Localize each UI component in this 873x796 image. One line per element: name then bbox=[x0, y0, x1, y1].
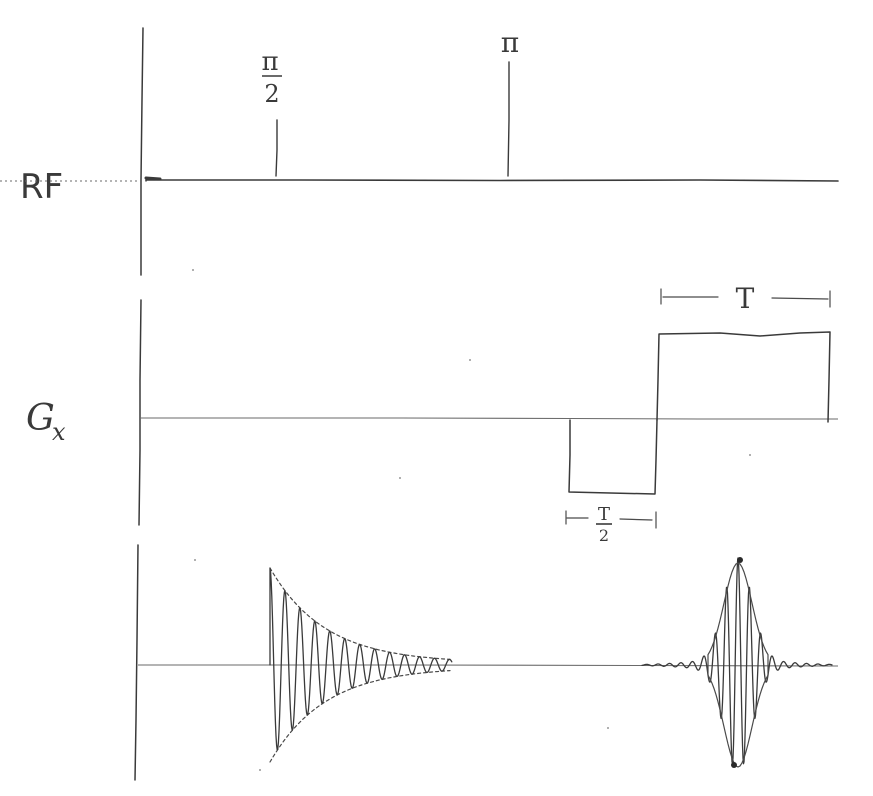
gx-baseline bbox=[140, 417, 838, 420]
signal-vertical-axis bbox=[134, 544, 139, 781]
echo-peak-dot bbox=[737, 557, 743, 563]
gx-row-subscript: x bbox=[52, 418, 66, 446]
speck bbox=[749, 454, 751, 456]
dephase-duration-denominator: 2 bbox=[599, 526, 609, 545]
speck bbox=[607, 727, 609, 729]
half-pi-pulse bbox=[275, 119, 278, 177]
gx-readout-lobe bbox=[656, 331, 831, 423]
rf-baseline-tick bbox=[144, 176, 162, 181]
signal-baseline bbox=[138, 664, 839, 667]
spin-echo-envelope bbox=[707, 562, 769, 768]
readout-duration-label: T bbox=[736, 282, 755, 315]
speck bbox=[194, 559, 196, 561]
half-pi-denominator: 2 bbox=[264, 80, 279, 108]
readout-duration-right-arrow bbox=[771, 297, 829, 300]
rf-baseline bbox=[145, 179, 839, 182]
spin-echo-signal bbox=[641, 557, 833, 765]
speck bbox=[192, 269, 194, 271]
speck bbox=[399, 477, 401, 479]
dephase-duration-right-arrow bbox=[619, 518, 653, 521]
gx-dephasing-lobe bbox=[568, 419, 658, 495]
speck bbox=[469, 359, 471, 361]
gx-vertical-axis bbox=[138, 299, 142, 526]
fid-signal bbox=[269, 567, 453, 751]
rf-row-label: RF bbox=[20, 167, 63, 207]
echo-trough-dot bbox=[731, 762, 737, 768]
fid-envelope-bottom bbox=[269, 670, 451, 763]
dephase-duration-numerator: T bbox=[598, 504, 610, 525]
speck bbox=[259, 769, 261, 771]
gx-row-label: G bbox=[26, 398, 55, 439]
pi-pulse-label: π bbox=[501, 26, 519, 59]
rf-vertical-axis bbox=[140, 27, 144, 276]
half-pi-numerator: π bbox=[261, 47, 278, 77]
pi-pulse bbox=[507, 61, 510, 177]
